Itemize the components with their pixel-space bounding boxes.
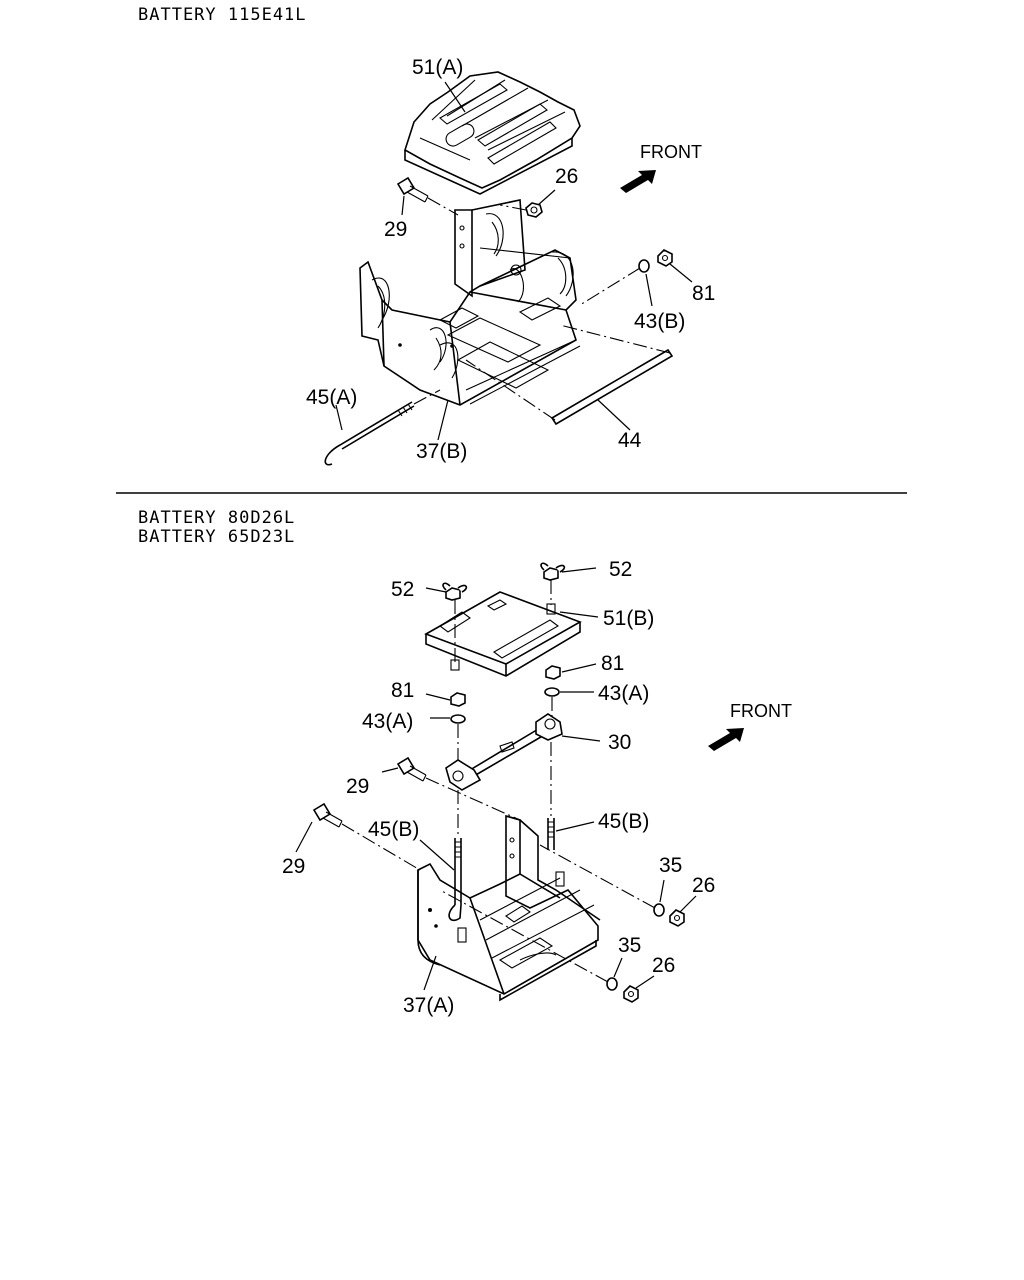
callout-29-upper: 29 bbox=[346, 767, 399, 798]
svg-text:45(B): 45(B) bbox=[368, 818, 419, 841]
front-label-top: FRONT bbox=[640, 142, 702, 162]
battery-tray-37a bbox=[417, 814, 601, 1002]
front-arrow-top: FRONT bbox=[620, 142, 702, 193]
svg-text:43(B): 43(B) bbox=[634, 310, 685, 333]
callout-45b-left: 45(B) bbox=[368, 818, 455, 871]
callout-45b-right: 45(B) bbox=[555, 810, 649, 833]
callout-35-upper: 35 bbox=[659, 854, 682, 903]
svg-text:81: 81 bbox=[692, 282, 715, 305]
callout-26-top: 26 bbox=[537, 165, 578, 206]
callout-29-lower: 29 bbox=[282, 821, 313, 878]
section-title-65d23l: BATTERY 65D23L bbox=[138, 527, 296, 547]
battery-cover-51a bbox=[404, 71, 581, 195]
callout-52-right: 52 bbox=[561, 558, 632, 581]
front-arrow-bottom: FRONT bbox=[708, 701, 792, 751]
svg-text:29: 29 bbox=[384, 218, 407, 241]
callout-81-left: 81 bbox=[391, 679, 451, 702]
svg-text:35: 35 bbox=[659, 854, 682, 877]
callout-37b: 37(B) bbox=[416, 399, 467, 463]
callout-35-lower: 35 bbox=[613, 934, 641, 978]
svg-text:81: 81 bbox=[391, 679, 414, 702]
callout-30: 30 bbox=[561, 731, 631, 754]
svg-text:45(B): 45(B) bbox=[598, 810, 649, 833]
rod-44 bbox=[465, 324, 674, 426]
svg-text:37(A): 37(A) bbox=[403, 994, 454, 1017]
callout-26-upper: 26 bbox=[679, 874, 715, 913]
svg-text:29: 29 bbox=[346, 775, 369, 798]
wing-nut-52-left bbox=[442, 582, 468, 671]
svg-text:81: 81 bbox=[601, 652, 624, 675]
nut-81-washer-43a-left bbox=[450, 692, 466, 765]
callout-43a-left: 43(A) bbox=[362, 710, 450, 733]
svg-text:51(A): 51(A) bbox=[412, 56, 463, 79]
battery-tray-37b bbox=[359, 199, 581, 406]
svg-text:26: 26 bbox=[555, 165, 578, 188]
svg-text:52: 52 bbox=[609, 558, 632, 581]
callout-37a: 37(A) bbox=[403, 955, 454, 1017]
section-title-115e41l: BATTERY 115E41L bbox=[138, 5, 307, 25]
bolt-29-upper bbox=[396, 756, 521, 821]
svg-text:43(A): 43(A) bbox=[598, 682, 649, 705]
svg-text:35: 35 bbox=[618, 934, 641, 957]
callout-43b: 43(B) bbox=[634, 273, 685, 333]
battery-cover-51b bbox=[424, 591, 582, 677]
rod-45b-right bbox=[547, 742, 555, 850]
section-title-80d26l: BATTERY 80D26L bbox=[138, 508, 296, 528]
svg-text:30: 30 bbox=[608, 731, 631, 754]
hook-rod-45a bbox=[324, 389, 441, 466]
nut-81-washer-43a-right bbox=[544, 665, 561, 718]
callout-29-top: 29 bbox=[384, 195, 407, 241]
callout-51a: 51(A) bbox=[412, 56, 466, 113]
washer-43b-nut-81-top bbox=[579, 249, 673, 306]
svg-text:45(A): 45(A) bbox=[306, 386, 357, 409]
wing-nut-52-right bbox=[540, 562, 566, 615]
callout-52-left: 52 bbox=[391, 578, 447, 601]
svg-text:43(A): 43(A) bbox=[362, 710, 413, 733]
callout-26-lower: 26 bbox=[635, 954, 675, 989]
svg-text:37(B): 37(B) bbox=[416, 440, 467, 463]
rod-45b-left bbox=[448, 790, 462, 922]
svg-text:26: 26 bbox=[692, 874, 715, 897]
callout-44: 44 bbox=[597, 399, 642, 452]
washer-35-nut-26-upper bbox=[539, 844, 685, 927]
clamp-bar-30 bbox=[445, 713, 563, 791]
svg-text:44: 44 bbox=[618, 429, 642, 452]
nut-26-top bbox=[499, 202, 543, 218]
callout-81-top: 81 bbox=[669, 263, 715, 305]
callout-43a-right: 43(A) bbox=[560, 682, 649, 705]
front-label-bottom: FRONT bbox=[730, 701, 792, 721]
callout-45a: 45(A) bbox=[306, 386, 357, 431]
svg-text:52: 52 bbox=[391, 578, 414, 601]
callout-81-right: 81 bbox=[561, 652, 624, 675]
svg-text:51(B): 51(B) bbox=[603, 607, 654, 630]
svg-text:26: 26 bbox=[652, 954, 675, 977]
bolt-29-lower bbox=[312, 802, 421, 871]
svg-text:29: 29 bbox=[282, 855, 305, 878]
bolt-29-top bbox=[396, 176, 459, 216]
washer-35-nut-26-lower bbox=[439, 889, 639, 1003]
callout-51b: 51(B) bbox=[559, 607, 654, 630]
